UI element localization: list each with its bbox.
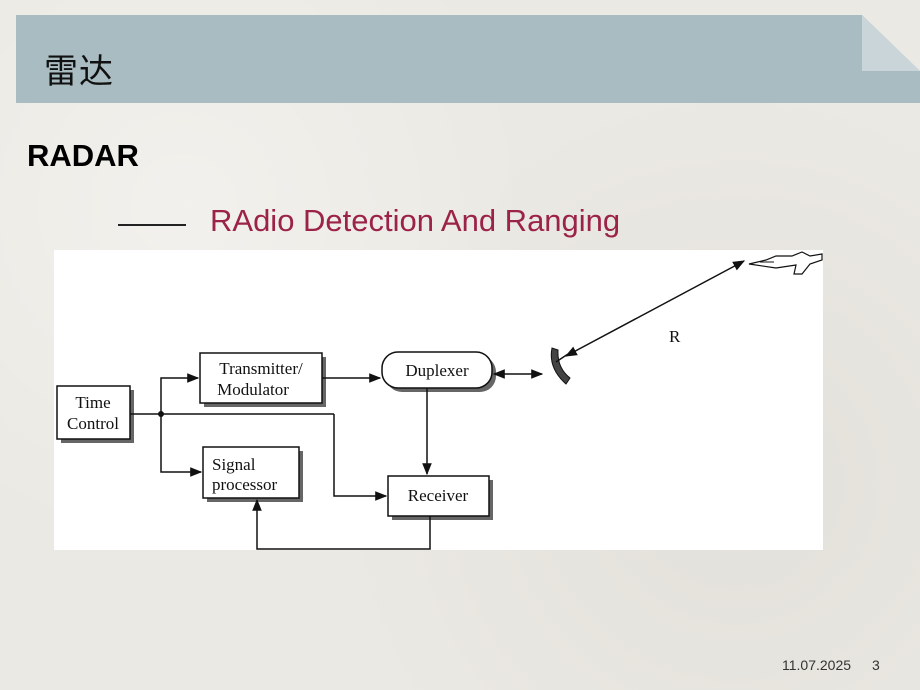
time-control-block: Time Control xyxy=(56,385,134,443)
duplexer-label: Duplexer xyxy=(405,361,469,380)
signal-processor-block: Signal processor xyxy=(202,446,303,502)
footer-date: 11.07.2025 xyxy=(782,657,852,673)
transmitter-line2: Modulator xyxy=(217,380,289,399)
slide-title: 雷达 xyxy=(44,52,114,92)
time-control-line2: Control xyxy=(67,414,119,433)
radar-block-diagram: Time Control Transmitter/ Modulator Dupl… xyxy=(54,250,823,550)
junction-dot xyxy=(158,411,164,417)
antenna-dish-icon xyxy=(550,347,571,385)
aircraft-target-icon xyxy=(748,251,823,275)
title-bar xyxy=(16,15,920,103)
transmitter-line1: Transmitter/ xyxy=(219,359,303,378)
range-label: R xyxy=(669,327,681,346)
receiver-label: Receiver xyxy=(408,486,469,505)
signal-processor-line2: processor xyxy=(212,475,277,494)
transmitter-modulator-block: Transmitter/ Modulator xyxy=(199,352,326,407)
page-number: 3 xyxy=(872,657,880,673)
receiver-block: Receiver xyxy=(387,475,493,520)
time-control-line1: Time xyxy=(75,393,110,412)
signal-processor-line1: Signal xyxy=(212,455,256,474)
duplexer-block: Duplexer xyxy=(381,351,496,392)
em-dash-line xyxy=(118,224,186,226)
radar-heading: RADAR xyxy=(27,138,139,173)
radar-acronym-expansion: RAdio Detection And Ranging xyxy=(210,203,621,238)
